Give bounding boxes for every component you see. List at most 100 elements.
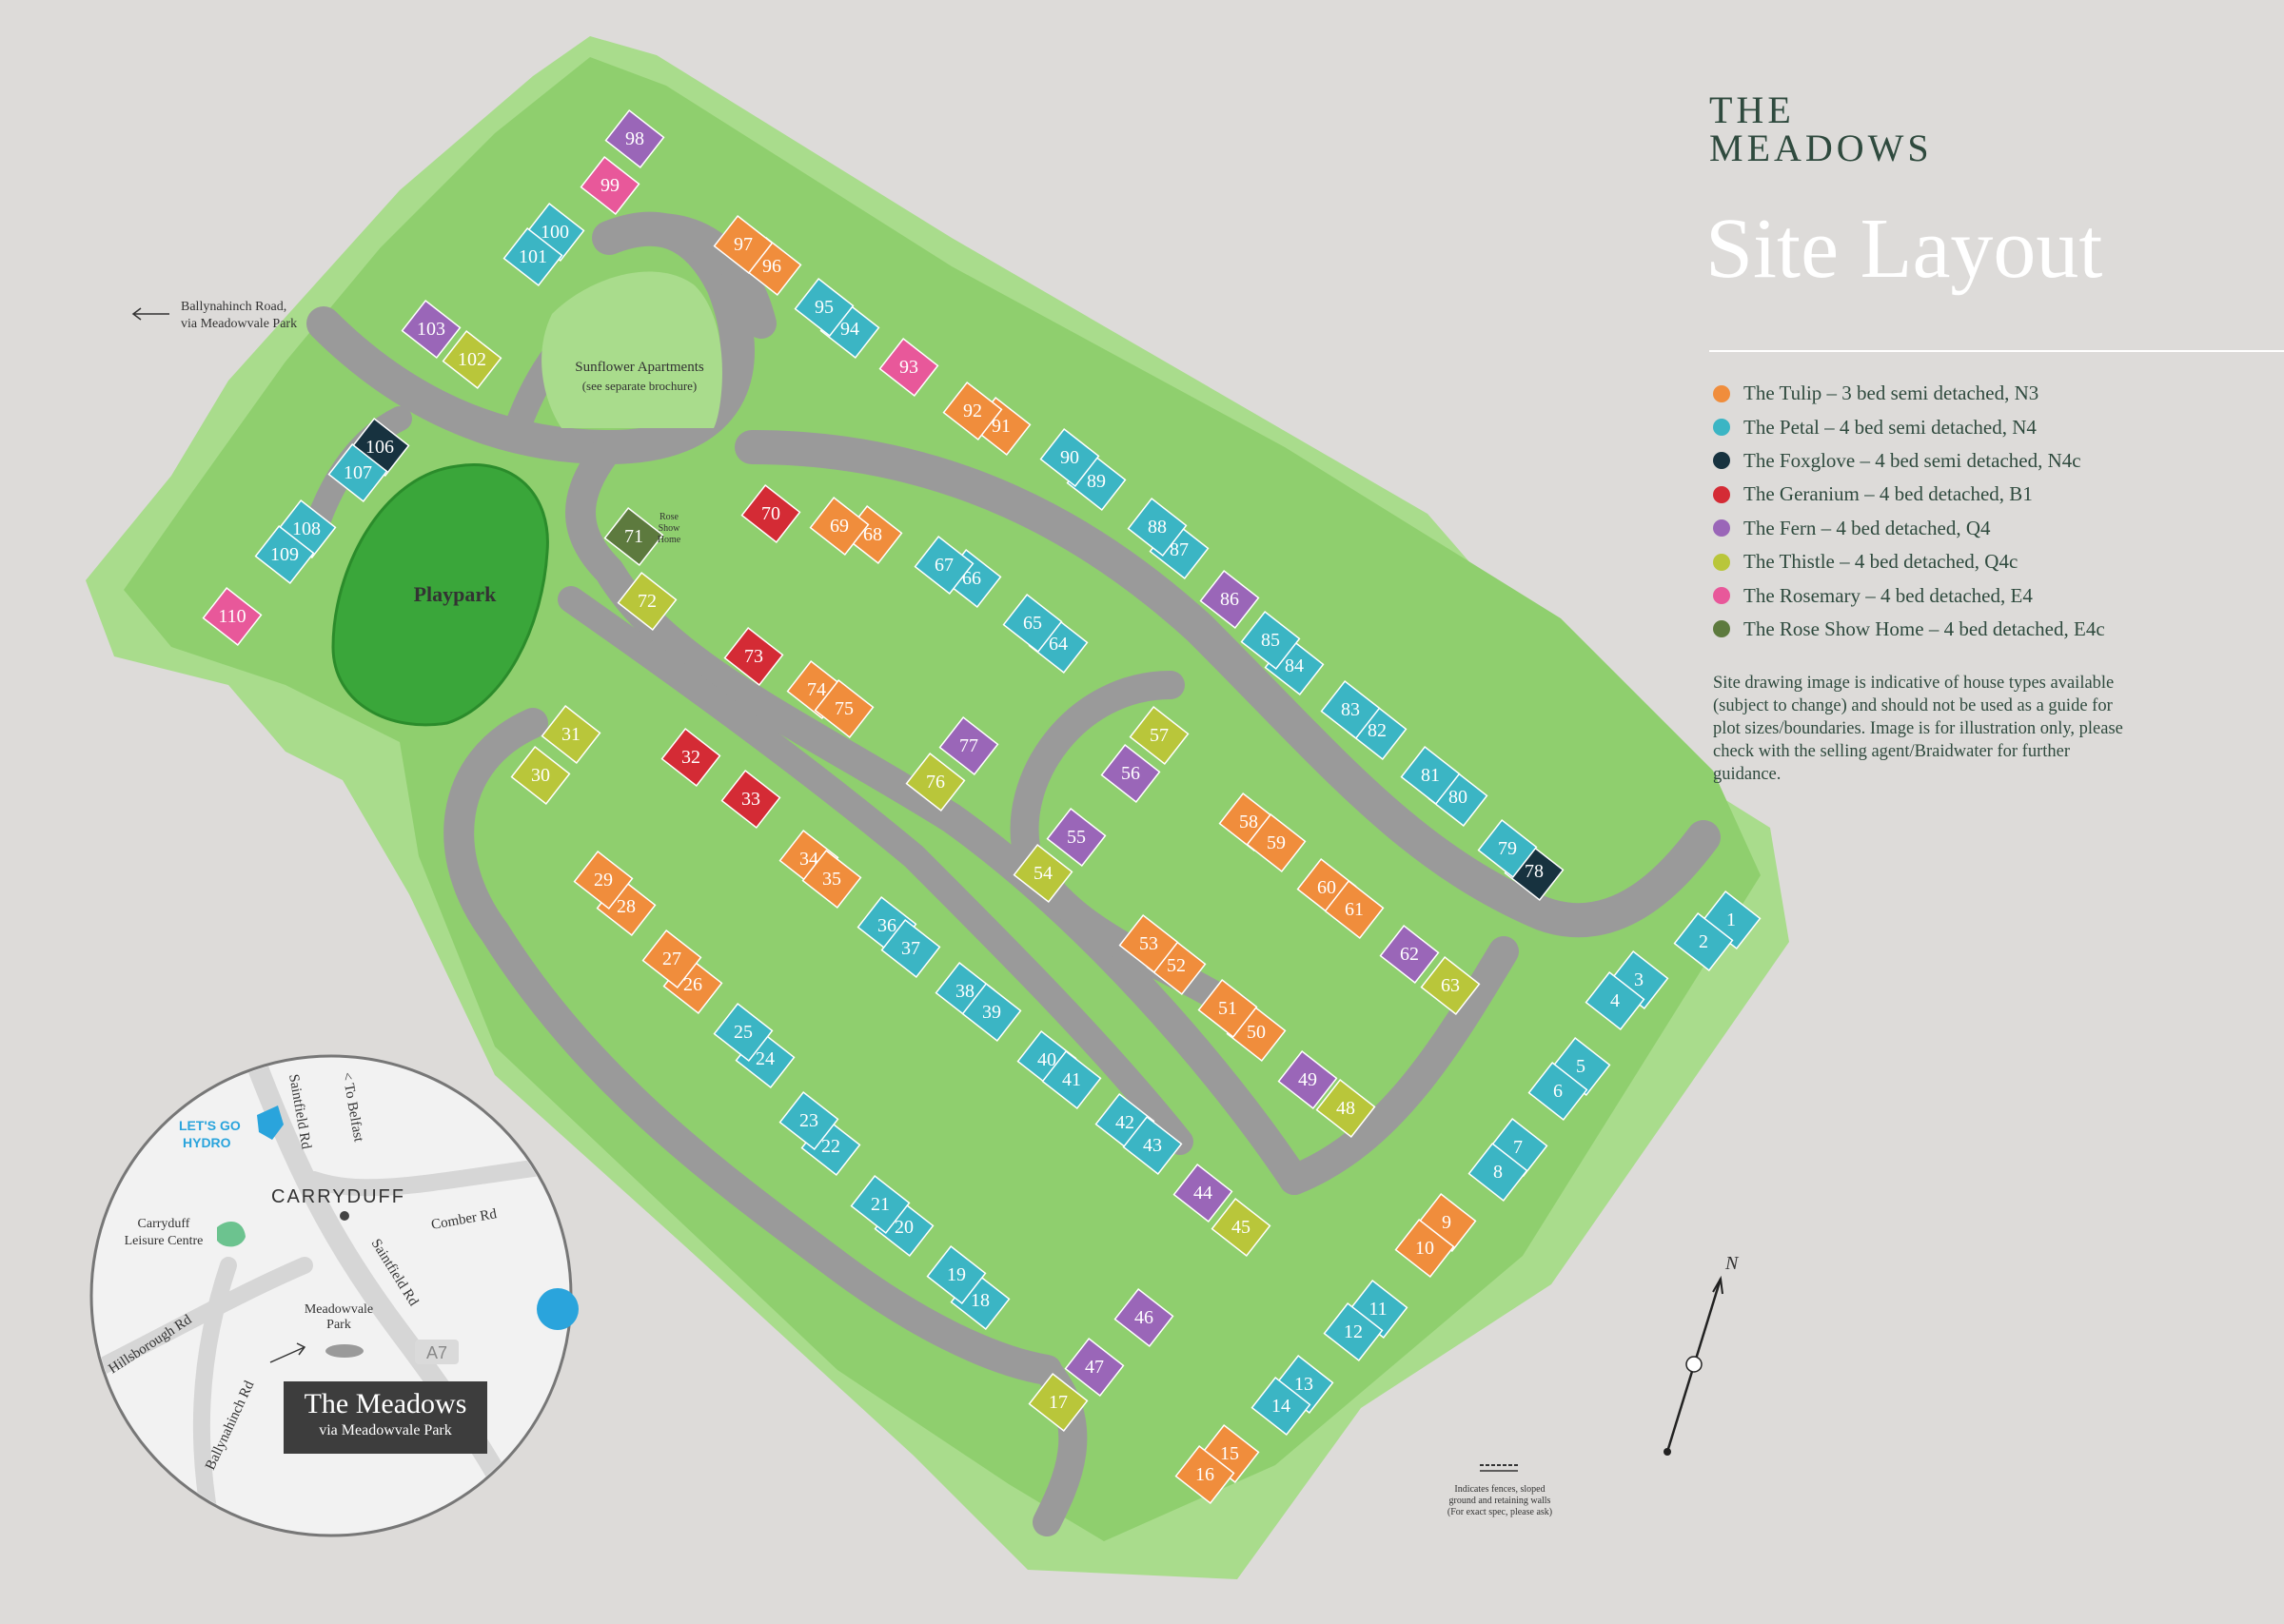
legend-item-rose-show: The Rose Show Home – 4 bed detached, E4c xyxy=(1713,613,2105,646)
plot-57[interactable]: 57 xyxy=(1129,706,1190,765)
plot-41[interactable]: 41 xyxy=(1041,1050,1102,1109)
plot-48[interactable]: 48 xyxy=(1315,1079,1376,1138)
plot-51[interactable]: 51 xyxy=(1197,979,1258,1038)
plot-70-number: 70 xyxy=(761,503,780,524)
plot-30[interactable]: 30 xyxy=(510,746,571,805)
plot-69-number: 69 xyxy=(830,516,849,537)
plot-44[interactable]: 44 xyxy=(1172,1164,1233,1223)
plot-84-number: 84 xyxy=(1285,655,1304,676)
plot-49[interactable]: 49 xyxy=(1277,1050,1338,1109)
leisure-centre-label-2: Leisure Centre xyxy=(125,1234,204,1248)
legend-dot-tulip xyxy=(1713,384,1730,402)
plot-90[interactable]: 90 xyxy=(1039,428,1100,487)
plot-100[interactable]: 100 xyxy=(524,203,585,262)
plot-99[interactable]: 99 xyxy=(580,156,640,215)
plot-10[interactable]: 10 xyxy=(1394,1219,1455,1278)
plot-33[interactable]: 33 xyxy=(720,770,781,829)
plot-31[interactable]: 31 xyxy=(541,705,601,764)
plot-2[interactable]: 2 xyxy=(1673,912,1734,971)
plot-106[interactable]: 106 xyxy=(349,418,410,477)
plot-107[interactable]: 107 xyxy=(327,443,388,502)
plot-62[interactable]: 62 xyxy=(1379,925,1440,984)
plot-81[interactable]: 81 xyxy=(1400,746,1461,805)
plot-79[interactable]: 79 xyxy=(1477,819,1538,878)
plot-90-house xyxy=(1039,428,1100,487)
plot-47[interactable]: 47 xyxy=(1064,1338,1125,1397)
plot-88[interactable]: 88 xyxy=(1127,498,1188,557)
plot-8[interactable]: 8 xyxy=(1467,1143,1528,1202)
plot-19[interactable]: 19 xyxy=(926,1245,987,1304)
plot-95[interactable]: 95 xyxy=(794,278,855,337)
plot-31-house xyxy=(541,705,601,764)
plot-37[interactable]: 37 xyxy=(880,919,941,978)
plot-53-number: 53 xyxy=(1139,933,1158,954)
plot-27[interactable]: 27 xyxy=(641,929,702,988)
plot-97[interactable]: 97 xyxy=(713,215,774,274)
plot-109[interactable]: 109 xyxy=(254,525,315,584)
plot-56[interactable]: 56 xyxy=(1100,744,1161,803)
ballynahinch-arrow-head xyxy=(131,307,142,321)
plot-37-number: 37 xyxy=(901,938,920,959)
plot-29[interactable]: 29 xyxy=(573,851,634,910)
plot-45[interactable]: 45 xyxy=(1211,1198,1271,1257)
plot-39[interactable]: 39 xyxy=(961,983,1022,1042)
plot-92[interactable]: 92 xyxy=(942,382,1003,440)
plot-51-number: 51 xyxy=(1218,998,1237,1019)
legend-dot-fern xyxy=(1713,519,1730,538)
legend-label: The Tulip – 3 bed semi detached, N3 xyxy=(1743,382,2039,405)
plot-31-number: 31 xyxy=(561,724,581,745)
plot-15[interactable]: 15 xyxy=(1199,1424,1260,1483)
plot-35[interactable]: 35 xyxy=(801,850,862,909)
plot-67[interactable]: 67 xyxy=(914,536,975,595)
plot-33-house xyxy=(720,770,781,829)
plot-54[interactable]: 54 xyxy=(1013,844,1073,903)
plot-75[interactable]: 75 xyxy=(814,679,875,738)
plot-103[interactable]: 103 xyxy=(401,300,462,359)
plot-110[interactable]: 110 xyxy=(202,587,263,646)
plot-75-number: 75 xyxy=(835,698,854,719)
plot-16[interactable]: 16 xyxy=(1174,1445,1235,1504)
plot-71[interactable]: 71 xyxy=(603,507,664,566)
plot-14[interactable]: 14 xyxy=(1250,1377,1311,1436)
plot-102[interactable]: 102 xyxy=(442,330,502,389)
plot-17[interactable]: 17 xyxy=(1028,1373,1089,1432)
plot-101[interactable]: 101 xyxy=(502,227,563,286)
plot-17-house xyxy=(1028,1373,1089,1432)
plot-53[interactable]: 53 xyxy=(1118,914,1179,973)
plot-54-house xyxy=(1013,844,1073,903)
plot-83[interactable]: 83 xyxy=(1320,680,1381,739)
plot-12-number: 12 xyxy=(1344,1321,1363,1342)
plot-92-house xyxy=(942,382,1003,440)
plot-69[interactable]: 69 xyxy=(809,497,870,556)
plot-98-house xyxy=(604,109,665,168)
plot-6[interactable]: 6 xyxy=(1527,1062,1588,1121)
plot-63[interactable]: 63 xyxy=(1420,956,1481,1015)
plot-65[interactable]: 65 xyxy=(1002,594,1063,653)
plot-101-house xyxy=(502,227,563,286)
plot-73[interactable]: 73 xyxy=(723,627,784,686)
house-type-legend: The Tulip – 3 bed semi detached, N3 The … xyxy=(1713,377,2105,646)
plot-85[interactable]: 85 xyxy=(1240,611,1301,670)
plot-72[interactable]: 72 xyxy=(617,572,678,631)
plot-77[interactable]: 77 xyxy=(938,716,999,775)
plot-76[interactable]: 76 xyxy=(905,753,966,812)
plot-98[interactable]: 98 xyxy=(604,109,665,168)
plot-4[interactable]: 4 xyxy=(1585,971,1645,1030)
plot-86[interactable]: 86 xyxy=(1199,570,1260,629)
plot-25[interactable]: 25 xyxy=(713,1003,774,1062)
plot-44-number: 44 xyxy=(1193,1183,1212,1203)
plot-103-house xyxy=(401,300,462,359)
plot-46[interactable]: 46 xyxy=(1113,1288,1174,1347)
plot-32[interactable]: 32 xyxy=(660,728,721,787)
plot-61[interactable]: 61 xyxy=(1324,880,1385,939)
plot-21[interactable]: 21 xyxy=(850,1175,911,1234)
plot-12[interactable]: 12 xyxy=(1323,1302,1384,1361)
plot-71-house xyxy=(603,507,664,566)
plot-59[interactable]: 59 xyxy=(1246,813,1307,872)
plot-93[interactable]: 93 xyxy=(878,338,939,397)
plot-70[interactable]: 70 xyxy=(740,484,801,543)
plot-43[interactable]: 43 xyxy=(1122,1116,1183,1175)
plot-23[interactable]: 23 xyxy=(778,1091,839,1150)
plot-13[interactable]: 13 xyxy=(1273,1355,1334,1414)
plot-55[interactable]: 55 xyxy=(1046,808,1107,867)
